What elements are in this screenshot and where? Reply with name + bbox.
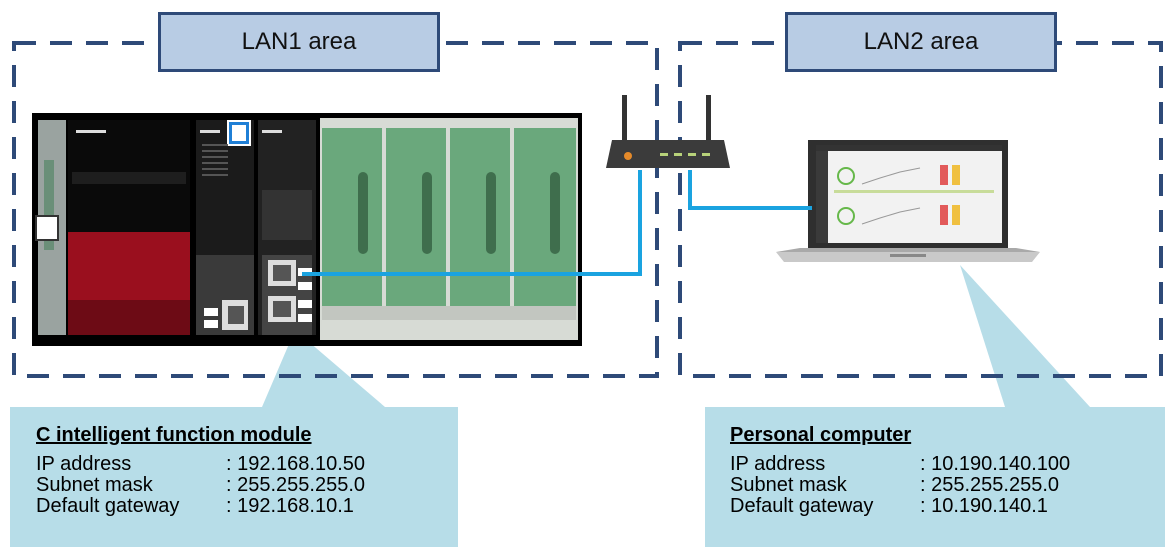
module-ip-label: IP address [36,453,132,475]
pc-info-title: Personal computer [730,424,912,446]
module-subnet-label: Subnet mask [36,474,153,496]
module-ip-value: : 192.168.10.50 [226,453,366,475]
module-gateway-row: Default gateway : 192.168.10.1 [36,496,365,517]
lan2-area-border [678,41,1163,378]
pc-gateway-value: : 10.190.140.1 [920,495,1048,517]
plc-rack-icon [32,113,582,346]
laptop-icon [776,140,1040,262]
pc-callout-pointer [960,265,1090,407]
lan2-cable [688,170,812,210]
pc-ip-label: IP address [730,453,826,475]
module-subnet-row: Subnet mask : 255.255.255.0 [36,475,365,496]
module-gateway-label: Default gateway [36,495,180,517]
router-icon [606,95,730,168]
module-info-title: C intelligent function module [36,424,312,446]
pc-subnet-value: : 255.255.255.0 [920,474,1060,496]
lan1-cable [302,170,642,276]
module-gateway-value: : 192.168.10.1 [226,495,354,517]
module-callout [10,330,458,547]
module-subnet-value: : 255.255.255.0 [226,474,366,496]
pc-gateway-label: Default gateway [730,495,874,517]
pc-ip-row: IP address : 10.190.140.100 [730,454,1070,475]
pc-callout [705,265,1165,547]
pc-ip-value: : 10.190.140.100 [920,453,1071,475]
lan1-area-label: LAN1 area [158,12,440,72]
pc-subnet-row: Subnet mask : 255.255.255.0 [730,475,1070,496]
pc-gateway-row: Default gateway : 10.190.140.1 [730,496,1070,517]
pc-subnet-label: Subnet mask [730,474,847,496]
lan1-area-border [12,41,659,378]
lan2-area-label: LAN2 area [785,12,1057,72]
module-info-panel: C intelligent function module IP address… [36,425,365,517]
module-ip-row: IP address : 192.168.10.50 [36,454,365,475]
pc-info-panel: Personal computer IP address : 10.190.14… [730,425,1070,517]
